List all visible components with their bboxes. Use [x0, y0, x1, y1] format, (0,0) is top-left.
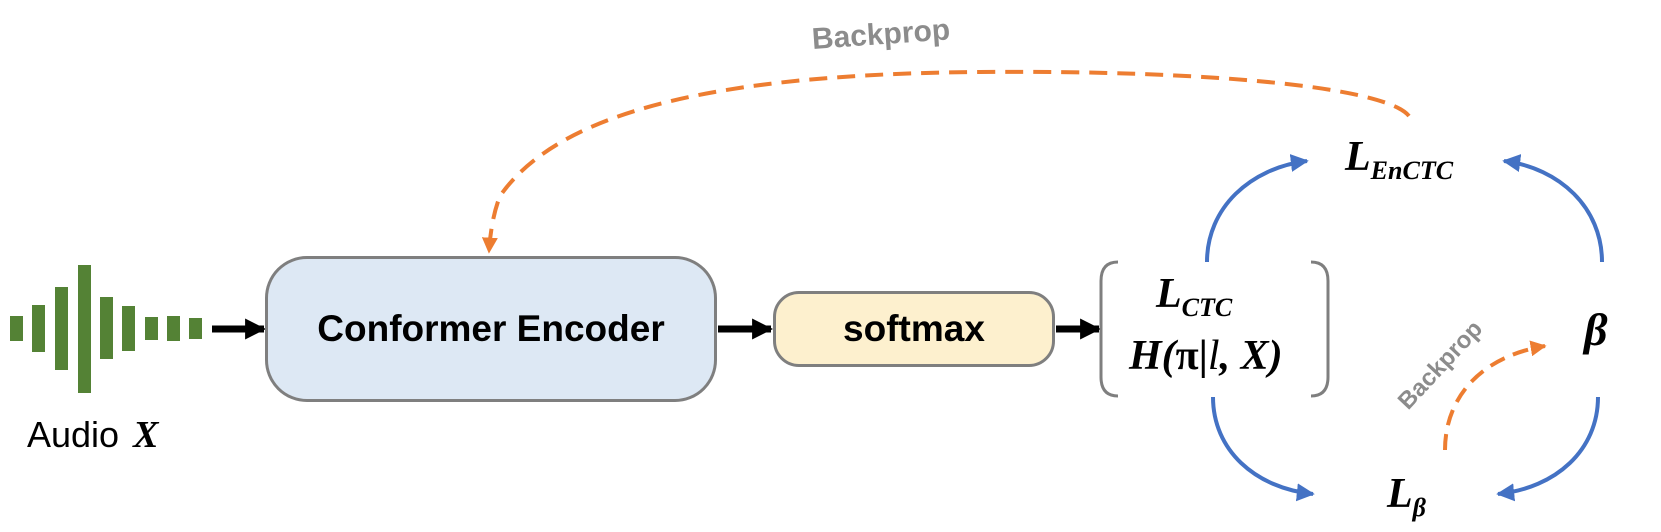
backprop-arrow-right: [1443, 340, 1547, 451]
waveform-bar: [167, 316, 180, 341]
entropy-pi: π: [1175, 333, 1199, 379]
audio-text: Audio: [27, 414, 120, 455]
right-bracket: [1310, 260, 1330, 398]
left-bracket: [1099, 260, 1119, 398]
waveform-bar: [189, 318, 202, 339]
waveform-bar: [55, 287, 68, 370]
waveform-bar: [10, 316, 23, 341]
waveform-bar: [78, 265, 91, 393]
backprop-arrow-top: [481, 69, 1411, 254]
beta-loss-base: L: [1387, 471, 1413, 517]
waveform-bar: [100, 297, 113, 359]
waveform-bar: [145, 317, 158, 340]
arrow-beta-to-lbeta: [1496, 396, 1600, 502]
entropy-rest: , X): [1219, 333, 1283, 379]
beta-label: β: [1584, 303, 1608, 356]
ctc-loss-base: L: [1156, 271, 1182, 317]
audio-input-label: Audio X: [27, 413, 158, 457]
arrow-entropy-to-lbeta: [1211, 396, 1315, 502]
softmax-label: softmax: [843, 308, 985, 349]
conformer-encoder-block: Conformer Encoder: [265, 256, 717, 402]
entropy-open: H(: [1129, 333, 1176, 379]
enctc-loss-base: L: [1345, 134, 1371, 180]
waveform-bar: [32, 305, 45, 352]
encoder-label: Conformer Encoder: [317, 308, 665, 349]
beta-symbol: β: [1584, 304, 1608, 355]
audio-waveform-icon: [10, 265, 202, 393]
entropy-bar: |: [1198, 333, 1208, 379]
entropy-expression: H(π|l, X): [1129, 332, 1283, 380]
softmax-block: softmax: [773, 291, 1055, 367]
audio-variable: X: [133, 414, 159, 456]
arrow-ctc-to-enctc: [1205, 154, 1309, 263]
beta-loss-label: Lβ: [1387, 470, 1426, 523]
ctc-loss-label: LCTC: [1156, 270, 1232, 323]
enctc-loss-subscript: EnCTC: [1370, 156, 1454, 186]
beta-loss-subscript: β: [1412, 493, 1426, 523]
ctc-loss-subscript: CTC: [1181, 293, 1233, 323]
enctc-loss-label: LEnCTC: [1345, 133, 1453, 186]
arrow-beta-to-enctc: [1502, 154, 1604, 263]
entropy-l: l: [1207, 333, 1220, 379]
waveform-bar: [122, 306, 135, 351]
